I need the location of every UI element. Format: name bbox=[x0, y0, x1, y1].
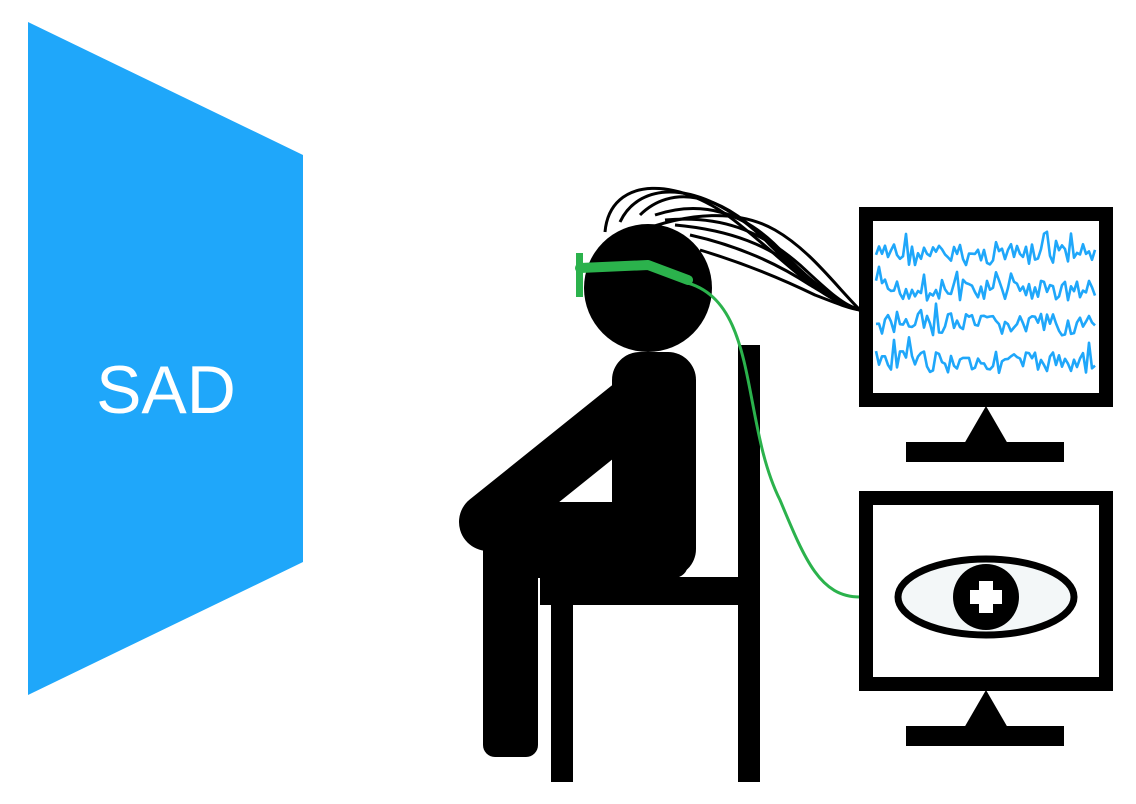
eeg-trace-2 bbox=[874, 265, 1097, 302]
eeg-wires bbox=[603, 186, 862, 312]
eeg-monitor-base bbox=[906, 442, 1064, 462]
person-head bbox=[584, 224, 712, 352]
eye-tracker-glasses bbox=[575, 253, 861, 599]
eeg-trace-3 bbox=[875, 302, 1096, 337]
seated-person-icon bbox=[459, 224, 712, 757]
eye-monitor-base bbox=[906, 726, 1064, 746]
light-panel-shape bbox=[28, 22, 303, 695]
chair-backrest bbox=[738, 345, 760, 782]
eeg-monitor-neck bbox=[964, 406, 1008, 444]
eye-monitor-neck bbox=[964, 690, 1008, 728]
sad-light-panel: SAD bbox=[28, 22, 303, 695]
light-panel-label: SAD bbox=[96, 352, 236, 428]
person-arm bbox=[459, 371, 669, 551]
glasses-lens bbox=[576, 253, 583, 297]
glasses-frame bbox=[575, 260, 693, 285]
eye-tracking-monitor-icon bbox=[859, 491, 1113, 746]
person-lower-leg bbox=[483, 522, 538, 757]
eye-tracker-cable bbox=[683, 280, 861, 599]
chair-front-leg bbox=[551, 600, 573, 782]
crosshair-icon bbox=[970, 581, 1002, 613]
chair-icon bbox=[540, 345, 760, 782]
eeg-monitor-icon bbox=[859, 207, 1113, 462]
eeg-traces bbox=[874, 230, 1097, 375]
eeg-trace-4 bbox=[874, 336, 1096, 375]
eeg-trace-1 bbox=[874, 230, 1097, 267]
chair-seat bbox=[540, 577, 760, 605]
